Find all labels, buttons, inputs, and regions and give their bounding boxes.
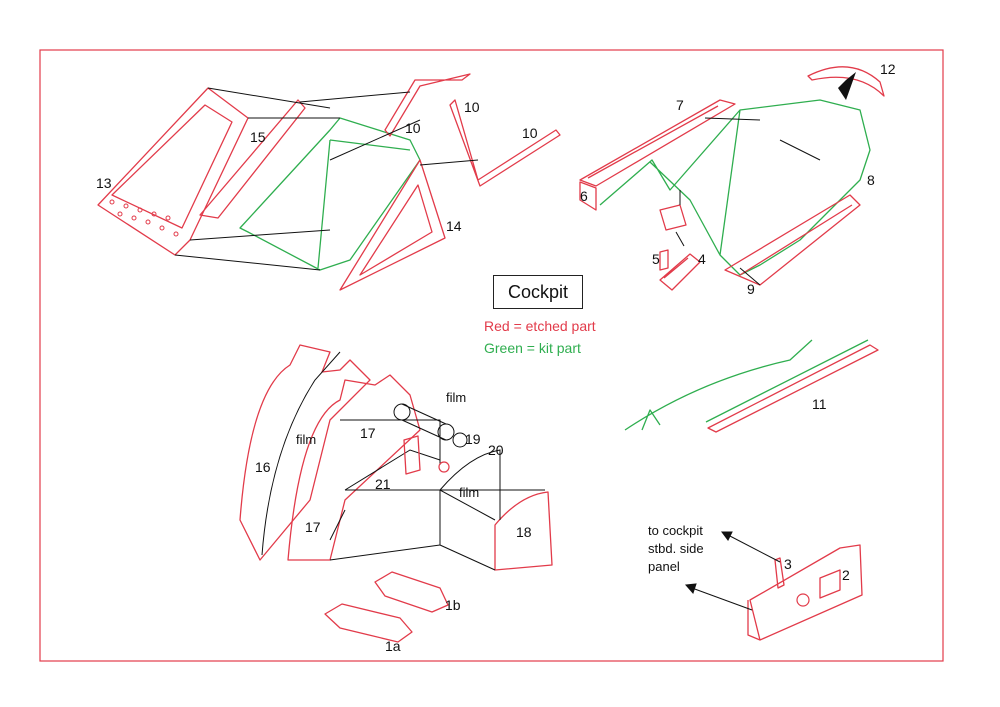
canopy-guide-lines xyxy=(675,117,821,286)
part-14-frame xyxy=(339,159,446,291)
label-film-panel: film xyxy=(459,485,479,500)
part-12-arrow xyxy=(838,72,856,100)
part-13-rivets xyxy=(109,199,179,237)
label-part-20: 20 xyxy=(488,442,504,458)
label-part-8: 8 xyxy=(867,172,875,188)
part-5-stub xyxy=(659,249,669,271)
part-2-3-panel xyxy=(747,544,863,641)
part-17-bulkhead xyxy=(287,374,421,561)
part-10-strip-b xyxy=(449,99,561,187)
label-part-17-a: 17 xyxy=(360,425,376,441)
part-11-strip xyxy=(707,344,879,433)
kit-canopy xyxy=(599,99,871,276)
kit-fuselage-line xyxy=(624,339,813,431)
legend-red: Red = etched part xyxy=(484,318,596,334)
label-part-14: 14 xyxy=(446,218,462,234)
label-part-18: 18 xyxy=(516,524,532,540)
windscreen-guide-lines xyxy=(174,87,479,271)
part-1a-plate xyxy=(324,603,413,643)
part-20-gear xyxy=(438,461,450,473)
cockpit-title: Cockpit xyxy=(493,275,583,309)
label-part-10-a: 10 xyxy=(405,120,421,136)
label-part-5: 5 xyxy=(652,251,660,267)
part-15-frame xyxy=(199,99,306,219)
label-part-16: 16 xyxy=(255,459,271,475)
note-line-3: panel xyxy=(648,559,680,574)
seat-bulkhead-assembly xyxy=(239,344,553,643)
part-6-rail xyxy=(579,181,597,211)
seat-box-lines xyxy=(329,419,545,571)
canopy-assembly xyxy=(579,66,885,291)
label-part-17-b: 17 xyxy=(305,519,321,535)
note-line-2: stbd. side xyxy=(648,541,704,556)
label-part-12: 12 xyxy=(880,61,896,77)
label-part-13: 13 xyxy=(96,175,112,191)
label-part-1a: 1a xyxy=(385,638,401,654)
part-8-rail xyxy=(724,194,861,286)
label-part-1b: 1b xyxy=(445,597,461,613)
label-part-2: 2 xyxy=(842,567,850,583)
sheet-border xyxy=(39,49,944,662)
label-part-11: 11 xyxy=(812,396,827,412)
part-4-5-mirror xyxy=(659,253,701,291)
part-18-panel xyxy=(494,491,553,571)
label-part-10-b: 10 xyxy=(464,99,480,115)
part-11-assembly xyxy=(624,339,879,433)
part-1b-plate xyxy=(374,571,449,613)
note-line-1: to cockpit xyxy=(648,523,703,538)
label-film-bulkhead: film xyxy=(296,432,316,447)
part-21-bracket xyxy=(403,435,421,475)
part-3-lever xyxy=(774,557,785,589)
part-10-strip-a xyxy=(384,73,471,137)
label-part-7: 7 xyxy=(676,97,684,113)
panel-hole xyxy=(796,593,810,607)
film-layer xyxy=(261,351,341,556)
part-7-rail xyxy=(579,99,736,187)
label-part-15: 15 xyxy=(250,129,266,145)
label-part-6: 6 xyxy=(580,188,588,204)
side-panel-assembly xyxy=(684,531,863,641)
label-part-19: 19 xyxy=(465,431,481,447)
film-panel xyxy=(439,449,501,520)
panel-arrows xyxy=(684,531,781,611)
label-part-9: 9 xyxy=(747,281,755,297)
label-part-4: 4 xyxy=(698,251,706,267)
label-part-10-c: 10 xyxy=(522,125,538,141)
label-film-instruments: film xyxy=(446,390,466,405)
part-11-edge xyxy=(705,339,869,423)
windscreen-assembly xyxy=(97,73,561,291)
label-part-21: 21 xyxy=(375,476,391,492)
label-part-3: 3 xyxy=(784,556,792,572)
part-16-bulkhead xyxy=(239,344,371,561)
mirror-arm xyxy=(659,204,687,231)
part-13-frame xyxy=(97,87,249,256)
instrument-cylinders xyxy=(393,403,468,448)
kit-windscreen xyxy=(239,117,421,271)
legend-green: Green = kit part xyxy=(484,340,581,356)
part-12-frame xyxy=(807,66,885,97)
part-2-window xyxy=(819,569,841,599)
